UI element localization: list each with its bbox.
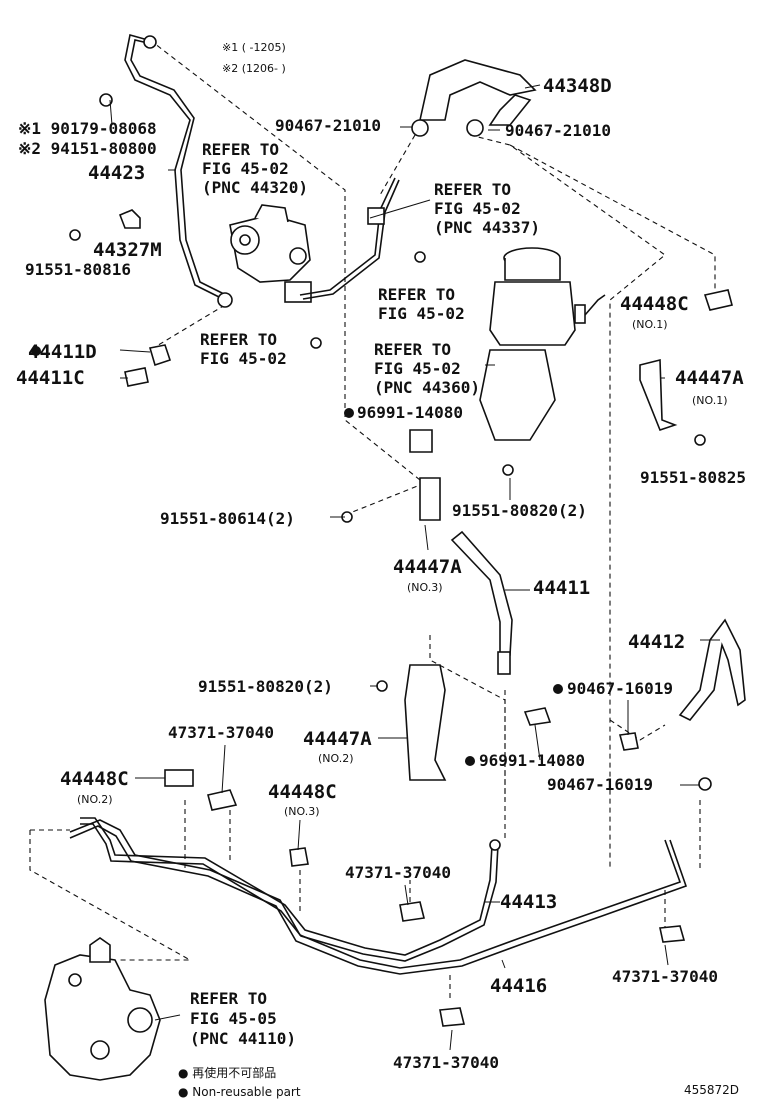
callout: (NO.2)	[77, 793, 113, 806]
callout: 44448C	[268, 781, 337, 803]
legend: ● 再使用不可部品 ● Non-reusable part	[178, 1065, 301, 1099]
clamp-44448C-no2	[164, 769, 194, 787]
callout: 91551-80825	[640, 468, 746, 487]
note-1: ※1 ( -1205)	[222, 41, 286, 54]
callout: ※2 94151-80800	[18, 139, 157, 158]
callout: 90467-16019	[547, 775, 653, 794]
legend-line-en: ● Non-reusable part	[178, 1085, 301, 1099]
callout: ※1 90179-08068	[18, 119, 157, 138]
pipe-44423	[124, 33, 233, 308]
bracket-44327M	[118, 209, 141, 229]
steering-gear-box	[44, 937, 161, 1081]
callout: 44411	[533, 577, 590, 599]
callout: 44327M	[93, 239, 162, 261]
callout: 44448C	[60, 768, 129, 790]
note-2: ※2 (1206- )	[222, 62, 286, 75]
legend-line-jp: ● 再使用不可部品	[178, 1065, 276, 1080]
power-steering-pump	[229, 204, 312, 303]
callout: FIG 45-02	[202, 159, 289, 178]
callout: (NO.3)	[284, 805, 320, 818]
reservoir-tank	[479, 247, 606, 441]
callout: 44348D	[543, 75, 612, 97]
callout: 44411C	[16, 367, 85, 389]
callout: REFER TO	[200, 330, 277, 349]
callout: 44447A	[303, 728, 372, 750]
leader-lines	[109, 84, 720, 1051]
callout: 44423	[88, 162, 145, 184]
callout: FIG 45-02	[200, 349, 287, 368]
callout: 96991-14080	[479, 751, 585, 770]
pipe-44413	[80, 817, 501, 962]
callout: 44411D	[28, 341, 97, 363]
callout: 91551-80816	[25, 260, 131, 279]
callout: 44447A	[393, 556, 462, 578]
callout: (NO.1)	[692, 394, 728, 407]
hose-44348D	[411, 59, 537, 137]
callout: (PNC 44320)	[202, 178, 308, 197]
callout: REFER TO	[202, 140, 279, 159]
callout: (NO.2)	[318, 752, 354, 765]
callout: (PNC 44337)	[434, 218, 540, 237]
bracket-44447A-no1	[639, 358, 678, 431]
callout: 90467-16019	[567, 679, 673, 698]
callout: 47371-37040	[612, 967, 718, 986]
callout: (NO.1)	[632, 318, 668, 331]
callout: 91551-80614(2)	[160, 509, 295, 528]
callout: 44416	[490, 975, 547, 997]
callout: FIG 45-05	[190, 1009, 277, 1028]
callout: 96991-14080	[357, 403, 463, 422]
callout: (NO.3)	[407, 581, 443, 594]
small-parts	[69, 93, 733, 1027]
pipe-44416	[69, 819, 688, 975]
callout: REFER TO	[190, 989, 267, 1008]
callout-labels: ※1 ( -1205) ※2 (1206- ) 44348D 90467-210…	[16, 41, 746, 1072]
callout: FIG 45-02	[374, 359, 461, 378]
reference-dashed-lines	[29, 39, 716, 1000]
callout: REFER TO	[434, 180, 511, 199]
callout: 47371-37040	[393, 1053, 499, 1072]
pipe-44337	[299, 177, 400, 300]
figure-id: 455872D	[684, 1083, 739, 1097]
callout: 90467-21010	[275, 116, 381, 135]
callout: 47371-37040	[345, 863, 451, 882]
callout: (PNC 44110)	[190, 1029, 296, 1048]
hose-44412	[678, 618, 746, 722]
callout: FIG 45-02	[434, 199, 521, 218]
callout: REFER TO	[378, 285, 455, 304]
callout: 47371-37040	[168, 723, 274, 742]
bracket-44447A-no2	[404, 664, 447, 781]
callout: 44412	[628, 631, 685, 653]
hose-44411	[450, 530, 513, 675]
callout: (PNC 44360)	[374, 378, 480, 397]
callout: 44413	[500, 891, 557, 913]
callout: FIG 45-02	[378, 304, 465, 323]
callout: 44447A	[675, 367, 744, 389]
callout: 91551-80820(2)	[198, 677, 333, 696]
callout: 44448C	[620, 293, 689, 315]
callout: 90467-21010	[505, 121, 611, 140]
callout: REFER TO	[374, 340, 451, 359]
callout: 91551-80820(2)	[452, 501, 587, 520]
